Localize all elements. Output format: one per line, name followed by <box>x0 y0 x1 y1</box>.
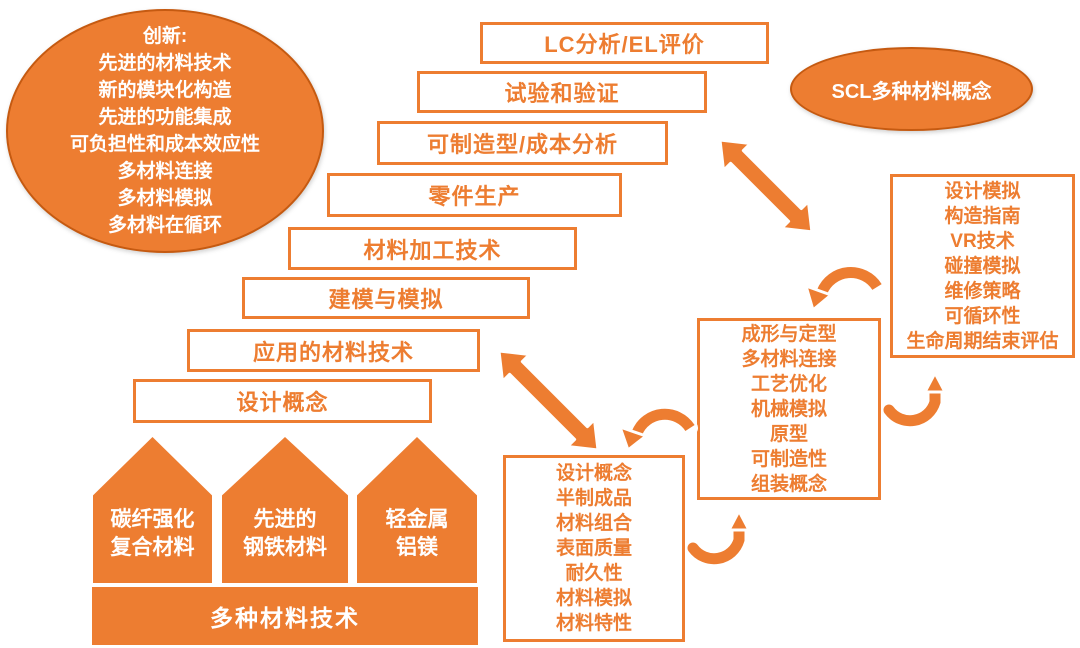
design-simulation-panel: 设计模拟 构造指南 VR技术 碰撞模拟 维修策略 可循环性 生命周期结束评估 <box>890 174 1075 358</box>
panel-line: 成形与定型 <box>741 323 837 345</box>
panel-line: 机械模拟 <box>750 398 827 420</box>
innovation-line: 多材料模拟 <box>117 188 213 209</box>
panel-line: 可制造性 <box>750 448 827 470</box>
material-house-cfrp: 碳纤强化 复合材料 <box>93 437 212 583</box>
staircase-step-lc-analysis: LC分析/EL评价 <box>480 22 769 64</box>
design-concept-panel: 设计概念 半制成品 材料组合 表面质量 耐久性 材料模拟 材料特性 <box>503 455 685 642</box>
panel-line: VR技术 <box>950 230 1015 252</box>
panel-line: 生命周期结束评估 <box>906 330 1059 352</box>
innovation-line: 先进的材料技术 <box>98 53 232 74</box>
panel-line: 材料组合 <box>555 513 632 534</box>
double-arrow-lower <box>497 349 600 452</box>
innovation-line: 先进的功能集成 <box>98 107 232 128</box>
innovation-line: 可负担性和成本效应性 <box>69 134 260 155</box>
curved-arrow-upper <box>804 264 885 312</box>
forming-process-panel: 成形与定型 多材料连接 工艺优化 机械模拟 原型 可制造性 组装概念 <box>697 318 881 500</box>
staircase-step-part-production: 零件生产 <box>327 173 622 217</box>
scl-ellipse: SCL多种材料概念 <box>790 47 1033 131</box>
material-house-steel: 先进的 钢铁材料 <box>222 437 348 583</box>
material-house-light-metal: 轻金属 铝镁 <box>357 437 477 583</box>
double-arrow-upper <box>718 138 814 234</box>
panel-line: 耐久性 <box>565 563 623 584</box>
panel-line: 工艺优化 <box>750 373 827 395</box>
panel-line: 原型 <box>769 423 808 445</box>
panel-line: 多材料连接 <box>741 348 837 370</box>
staircase-step-design-concept: 设计概念 <box>133 379 432 423</box>
panel-line: 设计模拟 <box>944 180 1021 202</box>
panel-line: 材料特性 <box>555 613 632 634</box>
house-line: 铝镁 <box>396 536 438 559</box>
panel-line: 材料模拟 <box>555 588 632 609</box>
panel-line: 构造指南 <box>944 205 1021 227</box>
house-line: 复合材料 <box>110 536 195 559</box>
panel-line: 组装概念 <box>750 473 827 495</box>
curved-arrow-bottom <box>685 509 751 567</box>
house-line: 先进的 <box>253 508 317 531</box>
panel-line: 半制成品 <box>555 488 632 509</box>
staircase-step-modeling-simulation: 建模与模拟 <box>242 277 530 319</box>
panel-line: 可循环性 <box>944 305 1021 327</box>
staircase-step-material-processing: 材料加工技术 <box>288 227 577 270</box>
panel-line: 表面质量 <box>555 538 632 559</box>
curved-arrow-right <box>881 371 947 429</box>
curved-arrow-middle <box>618 406 698 452</box>
panel-line: 碰撞模拟 <box>944 255 1021 277</box>
innovation-line: 创新: <box>142 26 188 47</box>
innovation-ellipse: 创新: 先进的材料技术 新的模块化构造 先进的功能集成 可负担性和成本效应性 多… <box>6 9 324 253</box>
staircase-step-manufacturability-cost: 可制造型/成本分析 <box>377 121 668 165</box>
staircase-step-test-validation: 试验和验证 <box>417 71 707 113</box>
panel-line: 设计概念 <box>555 463 632 484</box>
house-line: 碳纤强化 <box>110 508 195 531</box>
staircase-step-applied-material-tech: 应用的材料技术 <box>187 329 480 372</box>
house-line: 钢铁材料 <box>243 536 327 559</box>
panel-line: 维修策略 <box>944 280 1021 302</box>
innovation-line: 多材料连接 <box>117 161 213 182</box>
innovation-line: 多材料在循环 <box>107 215 222 236</box>
scl-label: SCL多种材料概念 <box>831 80 992 103</box>
innovation-line: 新的模块化构造 <box>98 80 232 101</box>
house-line: 轻金属 <box>385 508 449 531</box>
multi-material-tech-bar: 多种材料技术 <box>92 587 478 645</box>
